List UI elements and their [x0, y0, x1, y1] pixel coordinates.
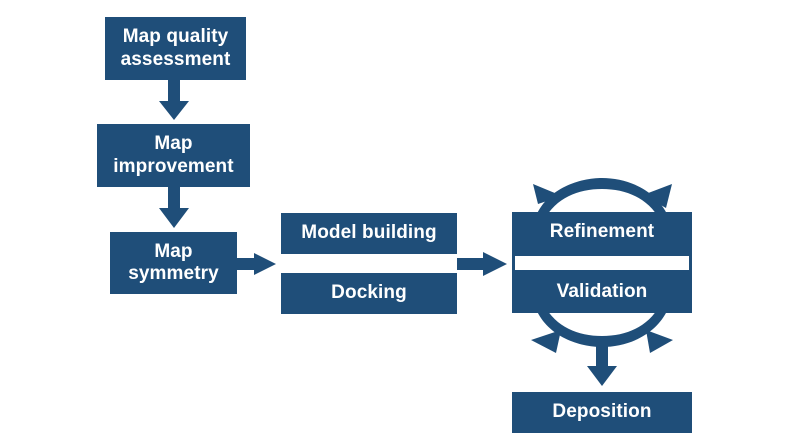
- node-validation[interactable]: Validation: [512, 272, 692, 313]
- node-label: Validation: [556, 281, 648, 303]
- arrow-quality-to-improvement-icon: [159, 80, 189, 120]
- node-label: Map improvement: [113, 133, 234, 177]
- arrow-symmetry-to-building-icon: [237, 253, 276, 275]
- cycle-top-arc-icon: [533, 178, 672, 220]
- arrow-cycle-to-deposition-icon: [587, 343, 617, 386]
- cycle-bottom-arc-icon: [531, 305, 673, 353]
- node-label: Docking: [331, 282, 407, 304]
- node-label: Model building: [301, 222, 437, 244]
- node-map-symmetry[interactable]: Map symmetry: [110, 232, 237, 294]
- node-deposition[interactable]: Deposition: [512, 392, 692, 433]
- arrow-improvement-to-symmetry-icon: [159, 187, 189, 228]
- node-label: Deposition: [552, 401, 652, 423]
- node-docking[interactable]: Docking: [281, 273, 457, 314]
- node-model-building[interactable]: Model building: [281, 213, 457, 254]
- node-map-improvement[interactable]: Map improvement: [97, 124, 250, 187]
- node-label: Refinement: [549, 221, 655, 243]
- node-map-quality-assessment[interactable]: Map quality assessment: [105, 17, 246, 80]
- node-refinement[interactable]: Refinement: [512, 212, 692, 253]
- node-cycle-connector: [512, 253, 692, 273]
- node-label: Map quality assessment: [120, 26, 231, 70]
- arrow-building-to-refinement-icon: [457, 252, 507, 276]
- node-label: Map symmetry: [128, 240, 219, 284]
